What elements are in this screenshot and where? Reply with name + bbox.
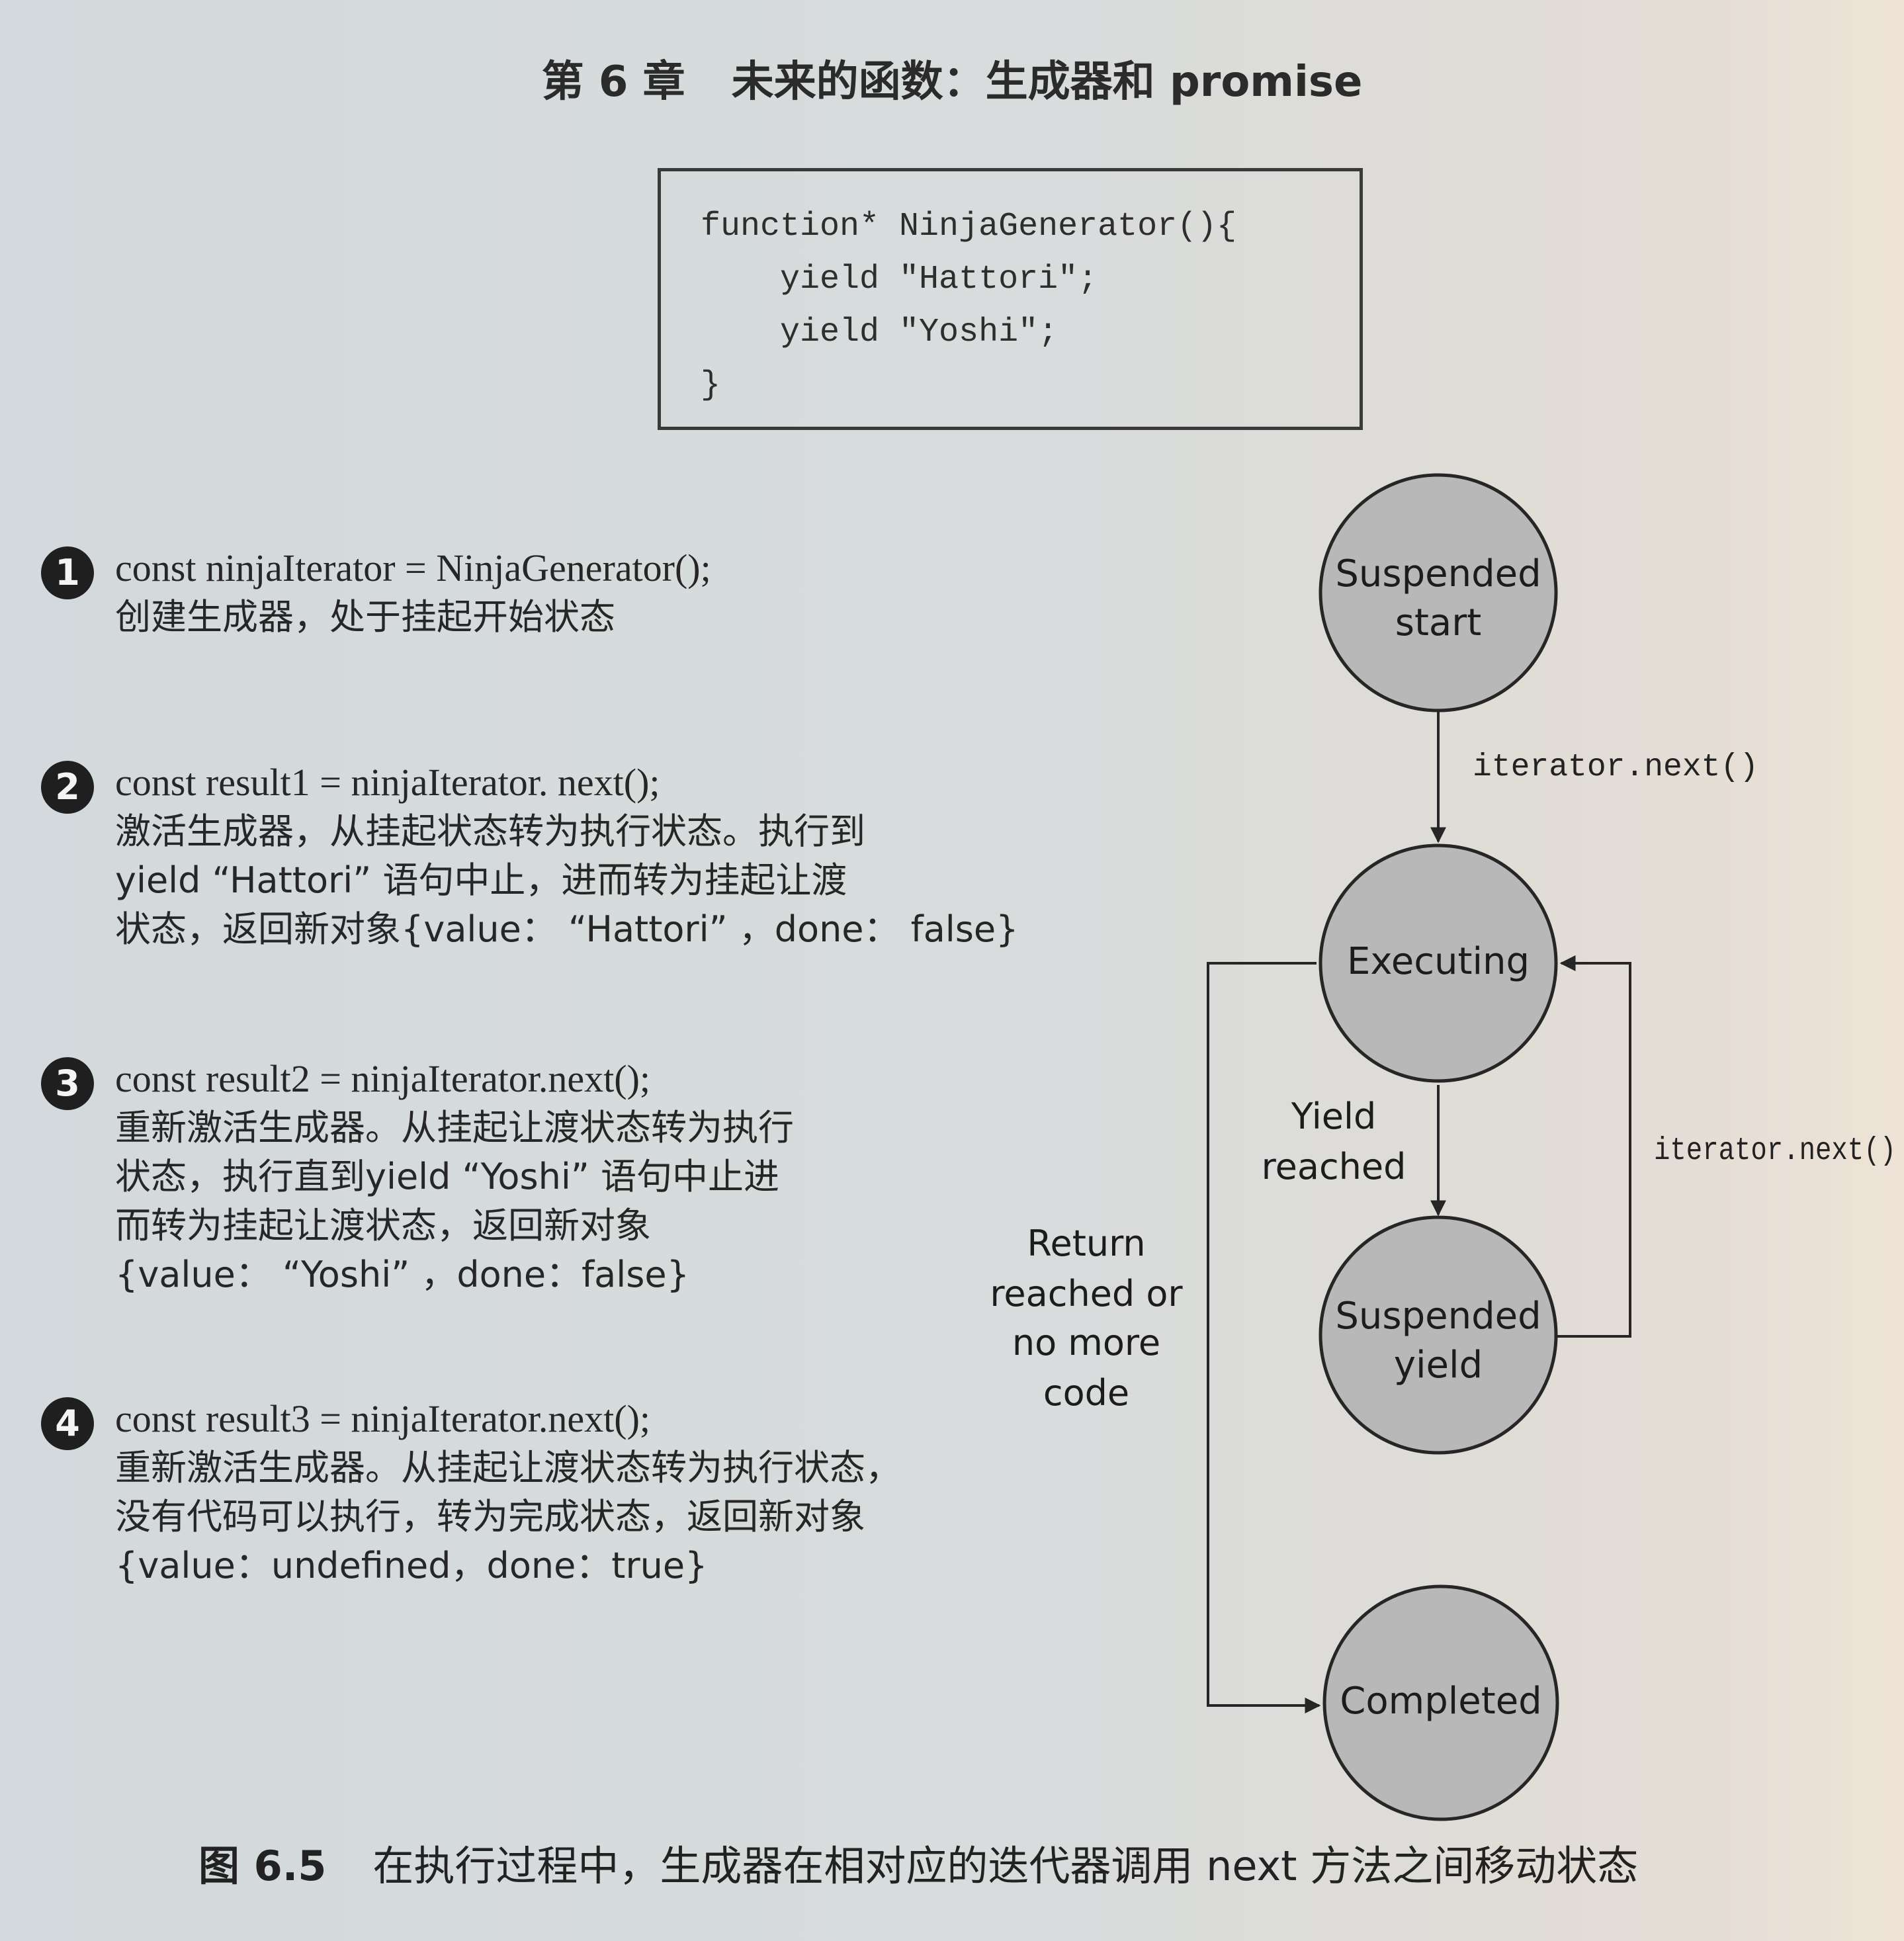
chapter-header: 第 6 章未来的函数：生成器和 promise xyxy=(0,48,1904,108)
state-label-line: Completed xyxy=(1340,1680,1541,1723)
step-description-line: 状态，返回新对象{value： “Hattori” ，done： false} xyxy=(115,908,1019,950)
chapter-number: 第 6 章 xyxy=(541,58,685,107)
step-description-line: 重新激活生成器。从挂起让渡状态转为执行 xyxy=(115,1107,794,1148)
step-description-line: 状态，执行直到yield “Yoshi” 语句中止进 xyxy=(115,1156,779,1197)
edge-label-line: Return xyxy=(1027,1223,1145,1264)
state-label-line: start xyxy=(1395,601,1481,644)
code-line: yield "Hattori"; xyxy=(701,261,1098,298)
code-line: function* NinjaGenerator(){ xyxy=(701,208,1237,245)
step-code-line: const result2 = ninjaIterator.next(); xyxy=(115,1057,651,1100)
step-code-line: const result3 = ninjaIterator.next(); xyxy=(115,1397,651,1440)
code-line: yield "Yoshi"; xyxy=(701,314,1059,351)
step-description-line: 而转为挂起让渡状态，返回新对象 xyxy=(115,1205,651,1246)
state-circle-suspended-start xyxy=(1319,473,1558,712)
step-number-badge: 3 xyxy=(41,1057,94,1110)
step-description-line: {value：undefined，done：true} xyxy=(115,1545,708,1586)
edge-yield-to-executing xyxy=(1556,955,1631,1338)
edge-label-line: reached xyxy=(1262,1146,1406,1187)
state-circle-completed xyxy=(1322,1584,1559,1821)
step-number-badge: 2 xyxy=(41,761,94,814)
step-code-line: const result1 = ninjaIterator. next(); xyxy=(115,761,660,804)
edge-label-line: code xyxy=(1043,1372,1129,1414)
step-description-line: {value： “Yoshi” ，done：false} xyxy=(115,1254,689,1295)
code-box: function* NinjaGenerator(){ yield "Hatto… xyxy=(658,168,1363,430)
state-circle-suspended-yield xyxy=(1319,1215,1558,1455)
edge-label-line: iterator.next() xyxy=(1473,750,1758,785)
state-circle-executing xyxy=(1319,843,1558,1083)
edge-label-line: iterator.next() xyxy=(1654,1133,1896,1169)
step-description-line: 创建生成器，处于挂起开始状态 xyxy=(115,596,615,638)
figure-caption: 图 6.5 在执行过程中，生成器在相对应的迭代器调用 next 方法之间移动状态 xyxy=(198,1833,1638,1892)
step-description-line: 没有代码可以执行，转为完成状态，返回新对象 xyxy=(115,1496,865,1537)
step-description-line: 重新激活生成器。从挂起让渡状态转为执行状态， xyxy=(115,1447,901,1488)
code-line: } xyxy=(701,367,721,404)
edge-label-line: Yield xyxy=(1291,1096,1377,1137)
state-label-line: yield xyxy=(1394,1344,1483,1387)
edge-label-line: reached or xyxy=(990,1273,1183,1315)
state-label-line: Executing xyxy=(1347,940,1530,983)
step-code-line: const ninjaIterator = NinjaGenerator(); xyxy=(115,546,711,589)
edge-executing-to-completed xyxy=(1207,962,1321,1713)
state-label-line: Suspended xyxy=(1335,552,1541,595)
chapter-title: 未来的函数：生成器和 promise xyxy=(731,58,1363,107)
step-number-badge: 1 xyxy=(41,546,94,599)
edge-label-line: no more xyxy=(1012,1322,1160,1363)
step-description-line: yield “Hattori” 语句中止，进而转为挂起让渡 xyxy=(115,859,847,901)
step-number-badge: 4 xyxy=(41,1397,94,1450)
figure-caption-text: 在执行过程中，生成器在相对应的迭代器调用 next 方法之间移动状态 xyxy=(372,1842,1639,1890)
figure-number: 图 6.5 xyxy=(198,1842,327,1890)
code-listing: function* NinjaGenerator(){ yield "Hatto… xyxy=(701,200,1236,412)
state-label-line: Suspended xyxy=(1335,1295,1541,1338)
step-description-line: 激活生成器，从挂起状态转为执行状态。执行到 xyxy=(115,810,865,852)
